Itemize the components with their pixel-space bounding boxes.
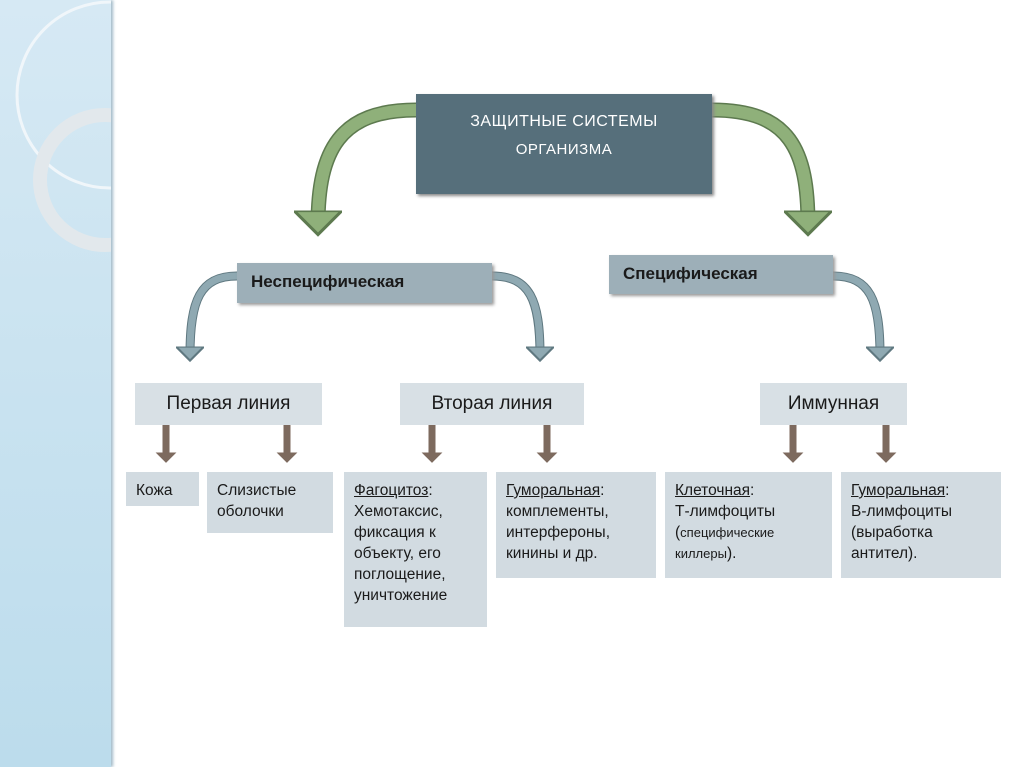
node-specific: Специфическая [609,255,833,294]
leaf-humoral-specific: Гуморальная:В-лимфоциты (выработка антит… [841,472,1001,578]
leaf-humoral-nonspecific: Гуморальная:комплементы, интерфероны, ки… [496,472,656,578]
node-immune: Иммунная [760,383,907,425]
humoral2-heading: Гуморальная [851,482,946,499]
leaf-mucosa: Слизистые оболочки [207,472,333,533]
blue-arrows [190,271,880,355]
decorative-circles [15,0,111,252]
node-nonspecific: Неспецифическая [237,263,492,303]
phago-heading: Фагоцитоз [354,482,429,499]
decorative-side-strip [0,0,111,767]
humoral1-text: комплементы, интерфероны, кинины и др. [506,503,611,562]
leaf-skin: Кожа [126,472,199,506]
green-arrows [318,102,808,225]
cell-text-small: специфические киллеры [675,525,775,561]
node-first-line: Первая линия [135,383,322,425]
node-second-line: Вторая линия [400,383,584,425]
phago-text: Хемотаксис, фиксация к объекту, его погл… [354,503,448,604]
leaf-cellular: Клеточная:Т-лимфоциты (специфические кил… [665,472,832,578]
brown-arrows [155,425,897,463]
title-line1: Защитные системы [470,113,658,130]
title-line2: организма [515,141,613,158]
humoral2-text: В-лимфоциты (выработка антител). [851,503,953,562]
cell-heading: Клеточная [675,482,751,499]
cell-text-end: ). [726,545,737,562]
cell-text: Т-лимфоциты ( [675,503,776,541]
leaf-phagocytosis: Фагоцитоз:Хемотаксис, фиксация к объекту… [344,472,487,627]
root-node: Защитные системы организма [416,94,712,194]
humoral1-heading: Гуморальная [506,482,601,499]
